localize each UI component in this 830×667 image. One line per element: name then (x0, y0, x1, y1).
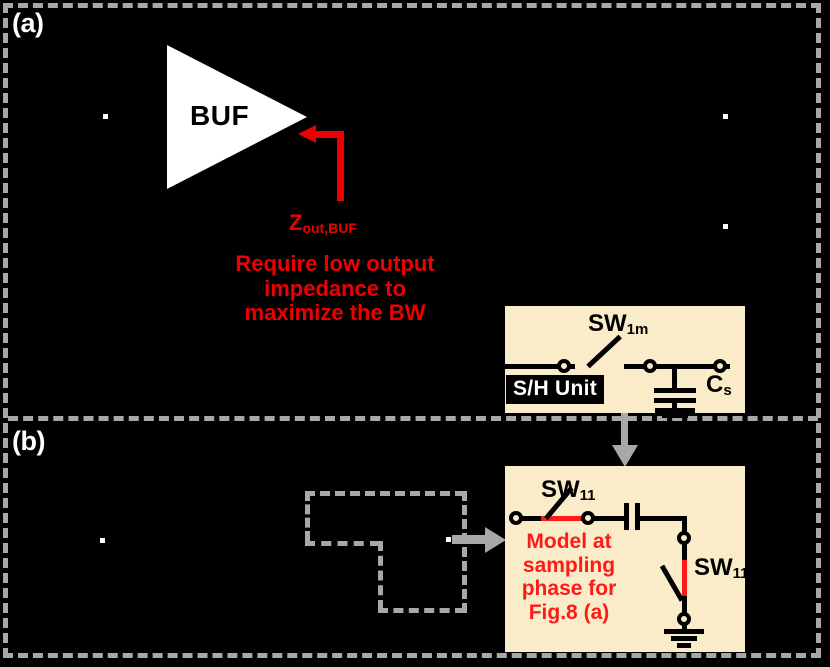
node-dot (446, 537, 451, 542)
requirement-line-2: impedance to (264, 275, 406, 301)
requirement-line-1: Require low output (235, 251, 435, 276)
sh-cap-label-subscript: s (723, 382, 732, 399)
sh-switch-label-text: SW (588, 310, 627, 337)
panel-label-a: (a) (12, 8, 44, 38)
step-outline-left-upper (305, 491, 310, 541)
model-caption: Model at sampling phase for Fig.8 (a) (509, 530, 629, 624)
model-wire-down-2 (682, 543, 687, 562)
step-outline-mid-vertical (378, 541, 383, 610)
model-ground-bar-3-icon (677, 643, 691, 648)
sh-switch-label: SW1m (588, 310, 648, 338)
step-outline-top (305, 491, 465, 496)
model-wire-down-4 (682, 624, 687, 631)
node-dot (103, 114, 108, 119)
model-switch-closed-top (541, 516, 583, 521)
requirement-text: Require low output impedance to maximize… (185, 251, 485, 326)
node-dot (100, 538, 105, 543)
sh-cap-wire-bottom (672, 401, 677, 411)
model-wire-to-cap (593, 516, 626, 521)
sh-node-left (557, 359, 571, 373)
model-switch-closed-side (682, 560, 687, 598)
sh-cap-label-text: C (706, 371, 724, 398)
impedance-subscript: out,BUF (302, 220, 357, 236)
model-wire-in (521, 516, 543, 521)
model-switch-side-label-text: SW (694, 554, 733, 581)
model-arrow-shaft (452, 535, 490, 544)
model-caption-line-1: Model at (526, 530, 612, 553)
model-ground-bar-1-icon (664, 629, 704, 634)
sh-cap-plate-bottom-icon (654, 398, 696, 403)
sh-node-output (713, 359, 727, 373)
model-switch-top-label-text: SW (541, 476, 580, 503)
impedance-symbol: Z (289, 210, 303, 235)
model-switch-side-label: SW11 (694, 554, 749, 582)
panel-divider (8, 416, 818, 421)
impedance-pointer-arrowhead-icon (298, 125, 316, 143)
sh-switch-label-subscript: 1m (626, 321, 649, 338)
sh-cap-wire-top (672, 366, 677, 390)
model-wire-down-3 (682, 596, 687, 618)
model-caption-line-2: sampling (522, 553, 616, 577)
buffer-triangle-icon (167, 45, 307, 189)
step-outline-mid-horizontal (305, 541, 380, 546)
transition-arrow-head-icon (612, 445, 638, 467)
sh-wire-left (498, 364, 575, 369)
model-caption-line-4: Fig.8 (a) (528, 600, 610, 624)
impedance-label: Zout,BUF (289, 210, 357, 236)
step-outline-bottom (378, 608, 465, 613)
model-cap-plate-left-icon (624, 503, 629, 530)
model-wire-down-1 (682, 516, 687, 536)
sh-unit-tag: S/H Unit (506, 375, 605, 404)
panel-label-b: (b) (12, 426, 45, 456)
model-arrow-head-icon (485, 527, 506, 553)
buffer-label: BUF (190, 100, 250, 131)
model-switch-top-label: SW11 (541, 476, 596, 504)
sh-cap-label: Cs (706, 371, 732, 399)
step-outline-right (462, 491, 467, 613)
model-caption-line-3: phase for (521, 577, 617, 601)
transition-arrow-shaft (621, 413, 628, 457)
impedance-pointer-stem (337, 131, 344, 201)
model-cap-plate-right-icon (635, 503, 640, 530)
requirement-line-3: maximize the BW (244, 300, 426, 326)
model-wire-after-cap (638, 516, 687, 521)
sh-ground-bar-1-icon (655, 408, 695, 413)
node-dot (723, 224, 728, 229)
node-dot (723, 114, 728, 119)
sh-cap-plate-top-icon (654, 388, 696, 393)
model-ground-bar-2-icon (671, 636, 697, 641)
sh-node-mid (643, 359, 657, 373)
sh-wire-right (624, 364, 730, 369)
model-switch-top-label-subscript: 11 (579, 487, 596, 504)
model-switch-side-label-subscript: 11 (732, 565, 749, 582)
sh-ground-bar-2-icon (662, 413, 688, 418)
sampling-model-box (505, 466, 745, 652)
impedance-pointer-arm (313, 131, 344, 138)
